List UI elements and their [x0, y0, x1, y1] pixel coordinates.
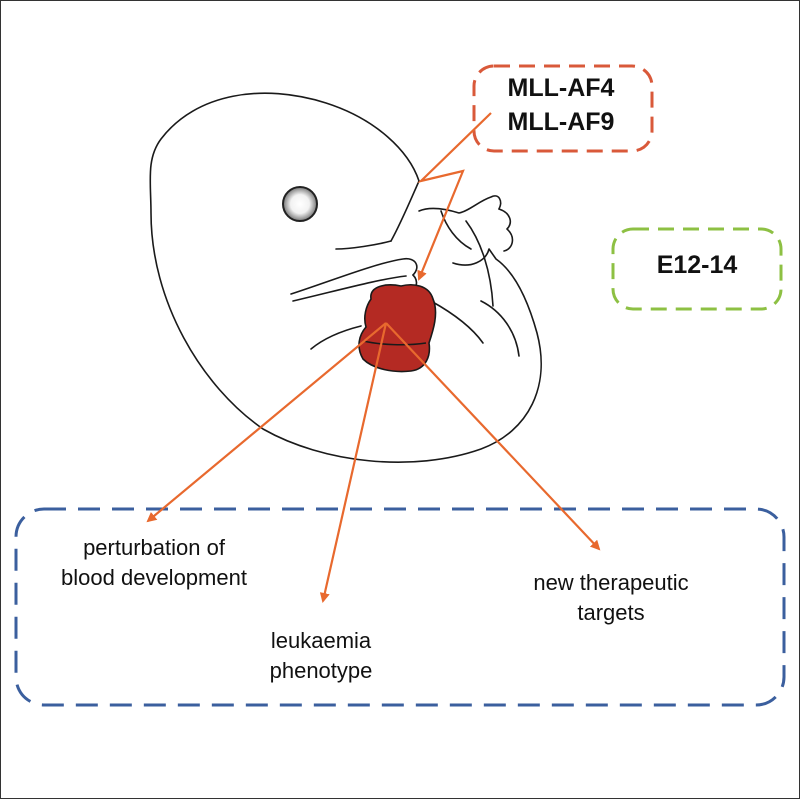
arrow-to-therapeutic — [385, 322, 601, 551]
outcome-perturbation: perturbation of blood development — [61, 535, 247, 590]
gene-label: MLL-AF4 MLL-AF9 — [471, 71, 651, 139]
outcome-leukaemia: leukaemia phenotype — [269, 628, 373, 683]
gene-mll-af9: MLL-AF9 — [507, 108, 615, 136]
stage-box — [611, 227, 783, 311]
mutation-arrow — [417, 112, 492, 281]
outcome-box — [14, 507, 786, 707]
outcome-therapeutic-targets: new therapeutic targets — [533, 570, 689, 625]
diagram-arrows — [146, 112, 601, 603]
stage-label: E12-14 — [656, 251, 738, 279]
fetal-liver — [358, 283, 437, 373]
arrow-to-perturbation — [146, 322, 387, 523]
gene-mll-af4: MLL-AF4 — [507, 74, 615, 102]
arrow-to-leukaemia — [319, 322, 388, 603]
gene-box — [472, 64, 654, 153]
embryo-eye — [282, 186, 318, 222]
embryo-drawing — [149, 92, 542, 463]
